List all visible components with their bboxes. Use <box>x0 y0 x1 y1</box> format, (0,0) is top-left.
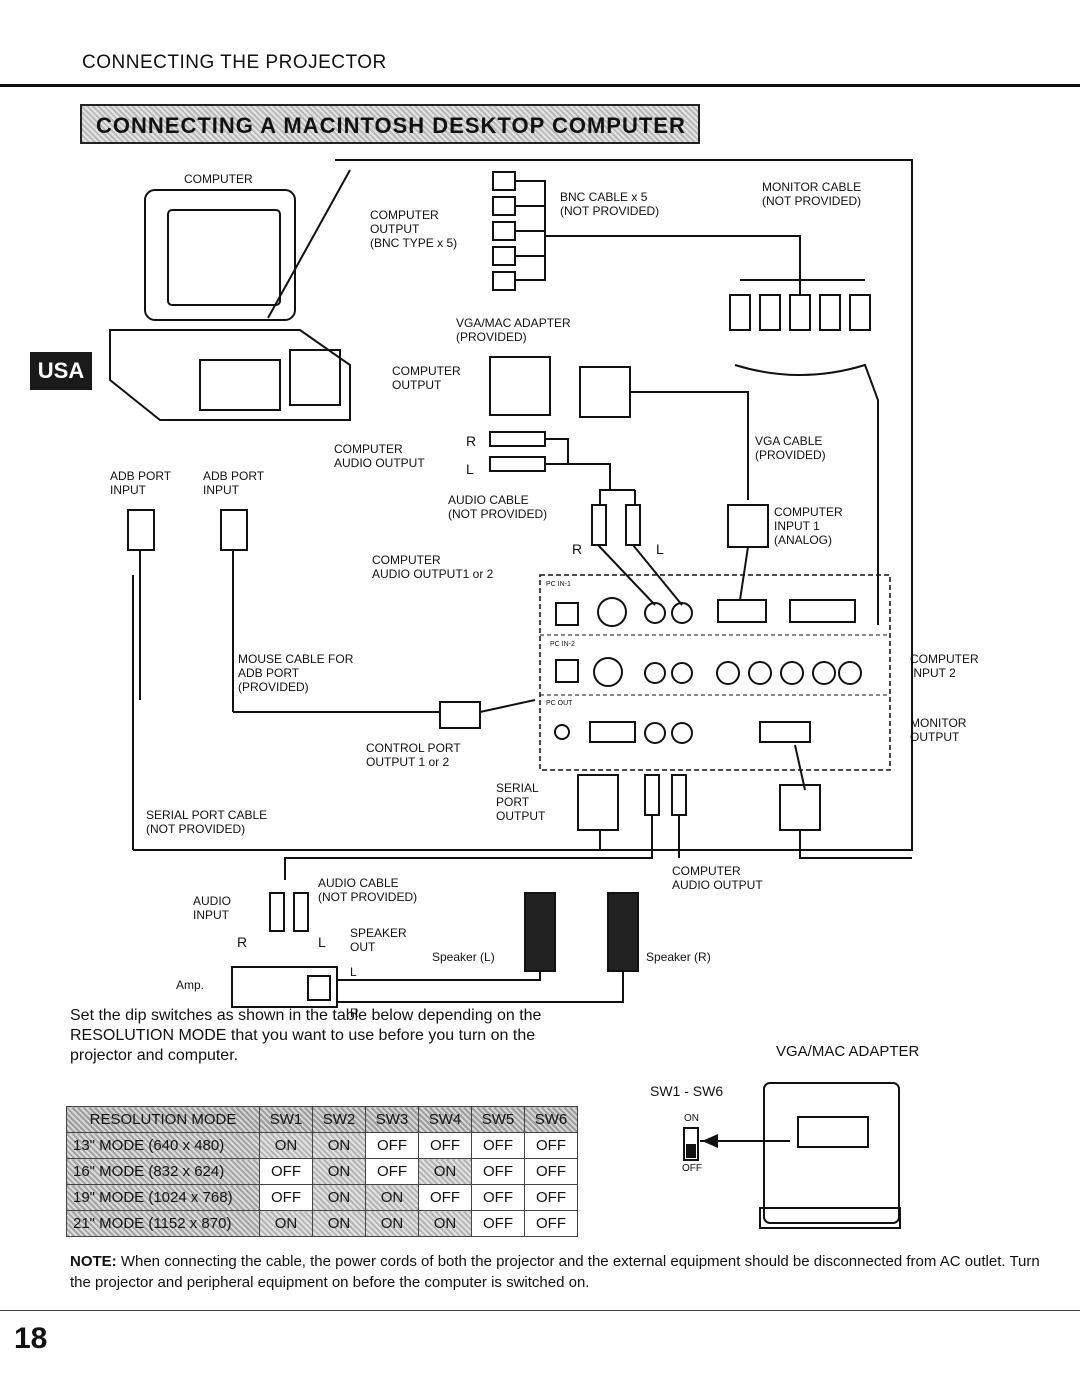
switch-cell: OFF <box>471 1158 525 1185</box>
note-label: NOTE: <box>70 1253 117 1270</box>
header-cell: RESOLUTION MODE <box>66 1106 260 1133</box>
switch-cell: ON <box>312 1184 366 1211</box>
footer-rule <box>0 1310 1080 1311</box>
switch-cell: ON <box>259 1210 313 1237</box>
table-row: 13" MODE (640 x 480) ON ON OFF OFF OFF O… <box>66 1132 578 1159</box>
switch-cell: OFF <box>365 1132 419 1159</box>
mode-cell: 16" MODE (832 x 624) <box>66 1158 260 1185</box>
label-speaker-out: SPEAKER OUT <box>350 926 407 954</box>
label-mouse-cable: MOUSE CABLE FOR ADB PORT (PROVIDED) <box>238 652 354 694</box>
page-banner: CONNECTING A MACINTOSH DESKTOP COMPUTER <box>80 104 700 144</box>
switch-cell: OFF <box>259 1158 313 1185</box>
mode-cell: 19" MODE (1024 x 768) <box>66 1184 260 1211</box>
section-header: CONNECTING THE PROJECTOR <box>82 52 387 73</box>
label-amp: Amp. <box>176 978 205 992</box>
label-control-port-output: CONTROL PORT OUTPUT 1 or 2 <box>366 741 461 769</box>
table-row: 16" MODE (832 x 624) OFF ON OFF ON OFF O… <box>66 1158 578 1185</box>
header-cell: SW6 <box>524 1106 578 1133</box>
label-panel-pc-in1: PC IN-1 <box>546 581 571 588</box>
label-speaker-r: Speaker (R) <box>646 950 711 964</box>
header-cell: SW4 <box>418 1106 472 1133</box>
label-audio-input: AUDIO INPUT <box>193 894 232 922</box>
header-cell: SW5 <box>471 1106 525 1133</box>
header-rule <box>0 84 1080 87</box>
table-header-row: RESOLUTION MODE SW1 SW2 SW3 SW4 SW5 SW6 <box>66 1106 578 1133</box>
label-computer-audio-output-2: COMPUTER AUDIO OUTPUT <box>672 864 763 892</box>
mode-cell: 21" MODE (1152 x 870) <box>66 1210 260 1237</box>
label-computer: COMPUTER <box>184 172 253 186</box>
switch-cell: OFF <box>524 1158 578 1185</box>
table-row: 19" MODE (1024 x 768) OFF ON ON OFF OFF … <box>66 1184 578 1211</box>
header-cell: SW1 <box>259 1106 313 1133</box>
label-r-amp: R <box>237 934 248 950</box>
label-r-mid: R <box>572 541 583 557</box>
switch-cell: OFF <box>471 1184 525 1211</box>
switch-cell: ON <box>365 1210 419 1237</box>
instructions-paragraph: Set the dip switches as shown in the tab… <box>70 1007 542 1064</box>
label-adb-port-input-2: ADB PORT INPUT <box>203 469 265 497</box>
label-panel-pc-in2: PC IN-2 <box>550 641 575 648</box>
header-cell: SW2 <box>312 1106 366 1133</box>
label-vga-cable: VGA CABLE (PROVIDED) <box>755 434 826 462</box>
switch-cell: OFF <box>471 1210 525 1237</box>
label-l-speaker-line: L <box>350 965 357 979</box>
label-computer-input-1: COMPUTER INPUT 1 (ANALOG) <box>774 505 843 547</box>
label-computer-audio-output-12: COMPUTER AUDIO OUTPUT1 or 2 <box>372 553 494 581</box>
switch-cell: OFF <box>259 1184 313 1211</box>
label-vga-mac-adapter: VGA/MAC ADAPTER (PROVIDED) <box>456 316 571 344</box>
label-audio-cable-2: AUDIO CABLE (NOT PROVIDED) <box>318 876 418 904</box>
switch-cell: OFF <box>524 1210 578 1237</box>
switch-cell: ON <box>418 1158 472 1185</box>
label-r-speaker-line: R <box>350 1006 359 1020</box>
label-l-mid: L <box>656 541 664 557</box>
note-block: NOTE: When connecting the cable, the pow… <box>70 1251 1060 1293</box>
bnc-connectors <box>492 171 516 291</box>
switch-cell: OFF <box>418 1132 472 1159</box>
label-computer-audio-output: COMPUTER AUDIO OUTPUT <box>334 442 425 470</box>
label-l-top: L <box>466 461 474 477</box>
switch-cell: OFF <box>418 1184 472 1211</box>
switch-cell: OFF <box>524 1184 578 1211</box>
switch-cell: ON <box>312 1132 366 1159</box>
switch-cell: ON <box>259 1132 313 1159</box>
label-adb-port-input-1: ADB PORT INPUT <box>110 469 172 497</box>
label-serial-port-output: SERIAL PORT OUTPUT <box>496 781 546 823</box>
switch-cell: ON <box>365 1184 419 1211</box>
note-text: When connecting the cable, the power cor… <box>70 1253 1040 1291</box>
header-cell: SW3 <box>365 1106 419 1133</box>
switch-on-label: ON <box>684 1113 699 1124</box>
switch-cell: ON <box>312 1158 366 1185</box>
switch-cell: ON <box>312 1210 366 1237</box>
table-row: 21" MODE (1152 x 870) ON ON ON ON OFF OF… <box>66 1210 578 1237</box>
label-r-top: R <box>466 433 477 449</box>
label-serial-port-cable: SERIAL PORT CABLE (NOT PROVIDED) <box>146 808 268 836</box>
switch-cell: OFF <box>471 1132 525 1159</box>
switch-cell: ON <box>418 1210 472 1237</box>
label-monitor-output: MONITOR OUTPUT <box>910 716 967 744</box>
label-audio-cable-1: AUDIO CABLE (NOT PROVIDED) <box>448 493 548 521</box>
resolution-table: RESOLUTION MODE SW1 SW2 SW3 SW4 SW5 SW6 … <box>66 1106 578 1237</box>
label-computer-output: COMPUTER OUTPUT <box>392 364 461 392</box>
page-number: 18 <box>14 1322 48 1355</box>
adapter-switch-label: SW1 - SW6 <box>650 1083 724 1099</box>
switch-off-label: OFF <box>682 1163 702 1174</box>
switch-cell: OFF <box>365 1158 419 1185</box>
mode-cell: 13" MODE (640 x 480) <box>66 1132 260 1159</box>
label-computer-output-bnc: COMPUTER OUTPUT (BNC TYPE x 5) <box>370 208 458 250</box>
label-monitor-cable: MONITOR CABLE (NOT PROVIDED) <box>762 180 862 208</box>
switch-cell: OFF <box>524 1132 578 1159</box>
label-bnc-cable: BNC CABLE x 5 (NOT PROVIDED) <box>560 190 660 218</box>
region-tag: USA <box>30 352 92 390</box>
adapter-title: VGA/MAC ADAPTER <box>776 1043 920 1060</box>
label-speaker-l: Speaker (L) <box>432 950 495 964</box>
label-panel-pc-out: PC OUT <box>546 700 573 707</box>
label-l-amp: L <box>318 934 326 950</box>
label-computer-input-2: COMPUTER INPUT 2 <box>910 652 979 680</box>
